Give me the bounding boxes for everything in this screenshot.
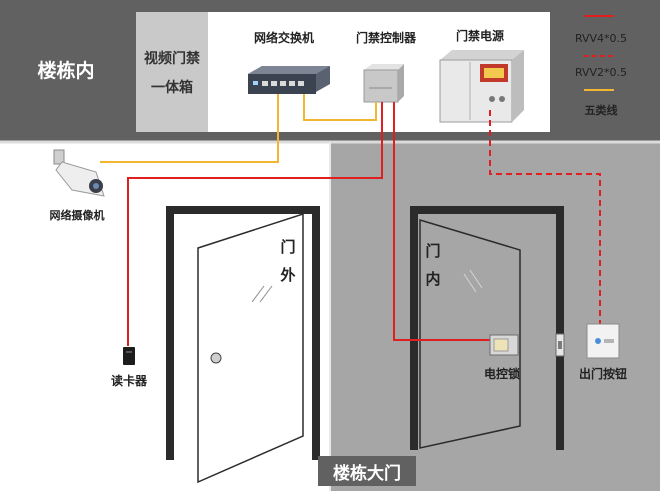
main-door-caption: 楼栋大门 bbox=[333, 463, 401, 484]
door-knob bbox=[210, 352, 222, 364]
switch-label: 网络交换机 bbox=[254, 30, 314, 45]
inner-label-2: 内 bbox=[425, 270, 440, 288]
exit-button-icon bbox=[586, 323, 620, 359]
main-door-caption-bg bbox=[318, 456, 416, 486]
legend-label-cat5: 五类线 bbox=[585, 103, 618, 117]
access-power-icon bbox=[439, 50, 524, 123]
legend-label-rvv4: RVV4*0.5 bbox=[575, 32, 627, 45]
cable-rvv4-reader bbox=[127, 102, 383, 346]
controller-label: 门禁控制器 bbox=[356, 30, 417, 45]
exit-button-label: 出门按钮 bbox=[579, 366, 627, 381]
power-label: 门禁电源 bbox=[456, 28, 504, 43]
camera-label: 网络摄像机 bbox=[50, 208, 105, 222]
box-label-line2: 一体箱 bbox=[151, 79, 193, 96]
legend: RVV4*0.5 RVV2*0.5 五类线 bbox=[575, 15, 627, 117]
building-label: 楼栋内 bbox=[37, 59, 94, 82]
card-reader-icon bbox=[123, 347, 135, 365]
cable-cat5-switch-camera bbox=[100, 94, 279, 163]
legend-label-rvv2: RVV2*0.5 bbox=[575, 66, 627, 79]
outer-label-1: 门 bbox=[280, 238, 295, 256]
main-door bbox=[166, 206, 320, 484]
cable-rvv2-exit-button bbox=[489, 110, 601, 324]
electric-lock-icon bbox=[489, 333, 565, 357]
cable-cat5-switch-controller bbox=[303, 94, 377, 121]
inner-door bbox=[410, 206, 564, 450]
outer-door-leaf bbox=[197, 212, 304, 484]
access-controller-icon bbox=[363, 64, 404, 103]
box-label-bg bbox=[136, 12, 208, 132]
inner-label-1: 门 bbox=[425, 242, 440, 260]
cable-rvv4-lock bbox=[393, 102, 492, 341]
outer-label-2: 外 bbox=[279, 266, 295, 284]
lock-label: 电控锁 bbox=[484, 366, 520, 381]
box-label-line1: 视频门禁 bbox=[144, 50, 200, 67]
network-switch-icon bbox=[248, 66, 330, 94]
inner-door-leaf bbox=[419, 218, 521, 449]
reader-label: 读卡器 bbox=[111, 373, 148, 388]
network-camera-icon bbox=[53, 149, 105, 197]
